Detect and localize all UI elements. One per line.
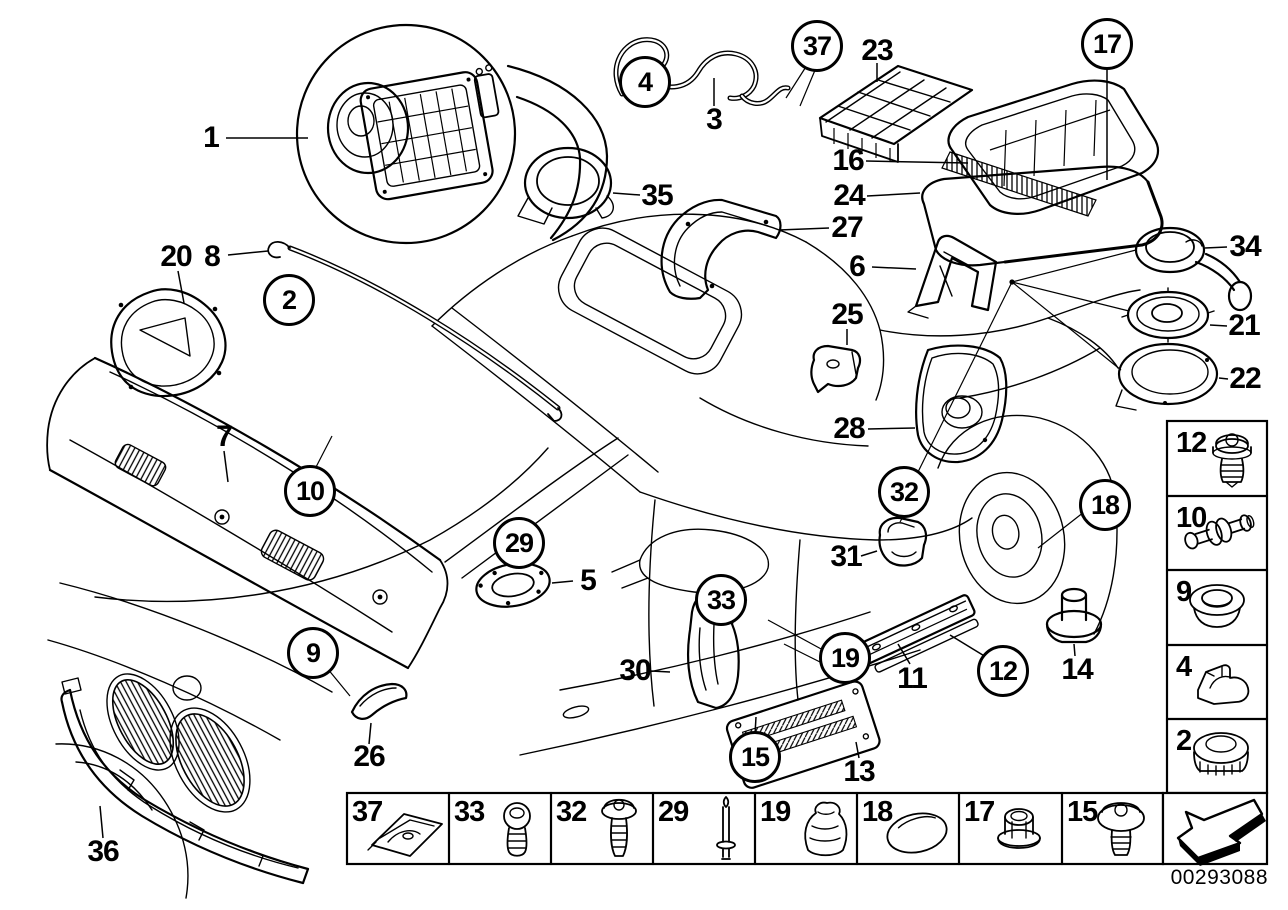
part-1-blower-flap (326, 64, 500, 201)
part-36-bumper-carrier (60, 688, 310, 885)
callout-14[interactable]: 14 (1061, 653, 1093, 686)
expansion-rivet-icon (1184, 514, 1255, 550)
callout-11[interactable]: 11 (897, 662, 928, 695)
countersunk-screw-icon (601, 798, 637, 857)
part-34-ring-with-horn (1134, 226, 1253, 312)
callout-20[interactable]: 20 (160, 240, 192, 273)
part-cell-10[interactable]: 10 (1176, 502, 1207, 534)
washer-screw-icon (1097, 802, 1145, 856)
grommet-icon (1189, 584, 1245, 628)
rivet-pin-icon (716, 796, 736, 860)
callout-24[interactable]: 24 (833, 179, 865, 212)
torx-screw-icon (1212, 433, 1252, 488)
part-cell-12[interactable]: 12 (1176, 427, 1207, 459)
callout-1[interactable]: 1 (203, 121, 220, 154)
doc-number: 00293088 (1170, 866, 1268, 889)
part-7-cowl-panel (46, 356, 449, 670)
callout-16[interactable]: 16 (832, 144, 864, 177)
kidney-grille-icon (106, 673, 251, 813)
part-35-cap (517, 146, 614, 225)
callout-7[interactable]: 7 (216, 420, 233, 453)
car-body-outline (47, 213, 1141, 899)
callout-23[interactable]: 23 (861, 34, 893, 67)
back-arrow-icon[interactable] (1161, 791, 1269, 866)
callout-circled-37[interactable]: 37 (791, 20, 843, 72)
callout-circled-33[interactable]: 33 (695, 574, 747, 626)
callout-6[interactable]: 6 (849, 250, 866, 283)
callout-31[interactable]: 31 (830, 540, 862, 573)
callout-27[interactable]: 27 (831, 211, 863, 244)
callout-circled-29[interactable]: 29 (493, 517, 545, 569)
part-8-seal-strip (267, 240, 563, 422)
callout-circled-2[interactable]: 2 (263, 274, 315, 326)
part-cell-18[interactable]: 18 (862, 796, 893, 828)
part-28-vapor-barrier (915, 344, 1008, 464)
callout-circled-12[interactable]: 12 (977, 645, 1029, 697)
callout-circled-10[interactable]: 10 (284, 465, 336, 517)
part-cell-9[interactable]: 9 (1176, 576, 1192, 608)
part-cell-33[interactable]: 33 (454, 796, 485, 828)
part-cell-15[interactable]: 15 (1067, 796, 1098, 828)
part-20-mirror-triangle-cover (110, 288, 227, 398)
part-cell-17[interactable]: 17 (964, 796, 995, 828)
part-cell-4[interactable]: 4 (1176, 651, 1192, 683)
part-cell-19[interactable]: 19 (760, 796, 791, 828)
part-17-tray-and-16-insert (941, 79, 1160, 217)
clip-nut-icon (367, 813, 443, 857)
callout-21[interactable]: 21 (1228, 309, 1260, 342)
part-23-lattice-panel (818, 64, 974, 163)
callout-34[interactable]: 34 (1229, 230, 1261, 263)
callout-22[interactable]: 22 (1229, 362, 1261, 395)
callout-26[interactable]: 26 (353, 740, 385, 773)
callout-28[interactable]: 28 (833, 412, 865, 445)
part-25-clip (810, 344, 862, 394)
part-27-corner-bracket (660, 198, 782, 300)
callout-circled-9[interactable]: 9 (287, 627, 339, 679)
callout-13[interactable]: 13 (843, 755, 875, 788)
part-22-speaker-ring (1115, 342, 1219, 411)
flange-nut-icon (997, 808, 1041, 849)
callout-5[interactable]: 5 (580, 564, 597, 597)
callout-36[interactable]: 36 (87, 835, 119, 868)
part-14-grommet (1045, 587, 1103, 644)
part-26-trim (350, 682, 408, 720)
part-cell-2[interactable]: 2 (1176, 725, 1192, 757)
part-6-bracket (907, 234, 998, 319)
callout-circled-19[interactable]: 19 (819, 632, 871, 684)
blind-plug-icon (1193, 732, 1249, 776)
part-21-speaker-gasket (1121, 287, 1215, 343)
pan-head-screw-icon (503, 802, 531, 857)
spring-clip-icon (1197, 664, 1250, 705)
rubber-buffer-icon (804, 801, 848, 857)
callout-circled-32[interactable]: 32 (878, 466, 930, 518)
callout-30[interactable]: 30 (619, 654, 651, 687)
callout-35[interactable]: 35 (641, 179, 673, 212)
callout-circled-17[interactable]: 17 (1081, 18, 1133, 70)
part-cell-29[interactable]: 29 (658, 796, 689, 828)
oval-plug-icon (886, 812, 948, 854)
callout-circled-18[interactable]: 18 (1079, 479, 1131, 531)
callout-25[interactable]: 25 (831, 298, 863, 331)
callout-circled-15[interactable]: 15 (729, 731, 781, 783)
callout-circled-4[interactable]: 4 (619, 56, 671, 108)
magnifier-detail (295, 23, 609, 245)
callout-3[interactable]: 3 (706, 103, 723, 136)
part-cell-32[interactable]: 32 (556, 796, 587, 828)
callout-8[interactable]: 8 (204, 240, 221, 273)
part-24-gasket-loop (921, 165, 1164, 267)
part-31-bracket (878, 516, 928, 567)
part-cell-37[interactable]: 37 (352, 796, 383, 828)
